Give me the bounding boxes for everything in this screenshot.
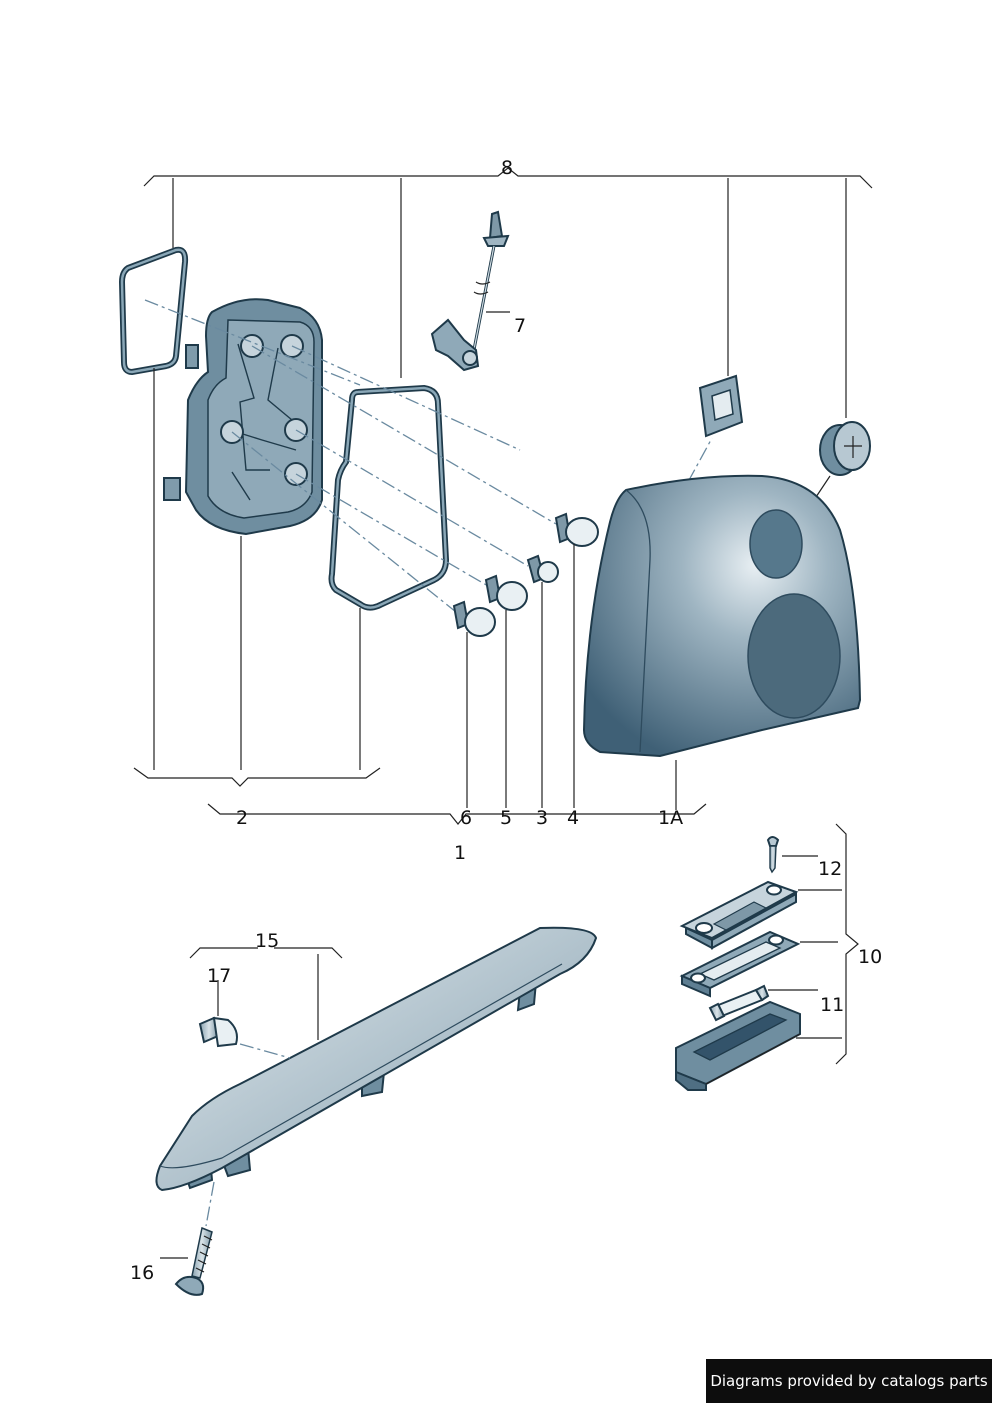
callout-4: 4 [567, 807, 579, 829]
callout-12: 12 [818, 858, 842, 880]
callout-17: 17 [207, 965, 231, 987]
callout-8: 8 [501, 157, 513, 179]
callout-2: 2 [236, 807, 248, 829]
gasket-small [118, 246, 189, 376]
guide-lines [144, 299, 713, 613]
callout-10: 10 [858, 946, 882, 968]
round-cap [809, 421, 871, 507]
watermark-text: Diagrams provided by catalogs parts [710, 1372, 988, 1390]
bracket-8 [143, 167, 873, 418]
tail-light-lens [582, 474, 862, 810]
callout-1A: 1A [658, 807, 683, 829]
callout-16: 16 [130, 1262, 154, 1284]
bulb-carrier [163, 298, 323, 536]
watermark-banner: Diagrams provided by catalogs parts [706, 1359, 992, 1403]
brake-light-group [155, 926, 598, 1296]
square-pad [698, 374, 744, 438]
bulb-6 [452, 600, 496, 637]
bulb-5 [484, 574, 528, 611]
license-light-group [675, 823, 859, 1091]
callout-1: 1 [454, 842, 466, 864]
callout-5: 5 [500, 807, 512, 829]
wire-clip-7 [430, 210, 510, 372]
callout-6: 6 [460, 807, 472, 829]
bulb-3 [526, 554, 559, 584]
callout-15: 15 [255, 930, 279, 952]
bulb-4 [554, 512, 599, 547]
callout-11: 11 [820, 994, 844, 1016]
callout-7: 7 [514, 315, 526, 337]
gasket-large [328, 384, 450, 611]
callout-3: 3 [536, 807, 548, 829]
lower-leaders [133, 368, 707, 825]
